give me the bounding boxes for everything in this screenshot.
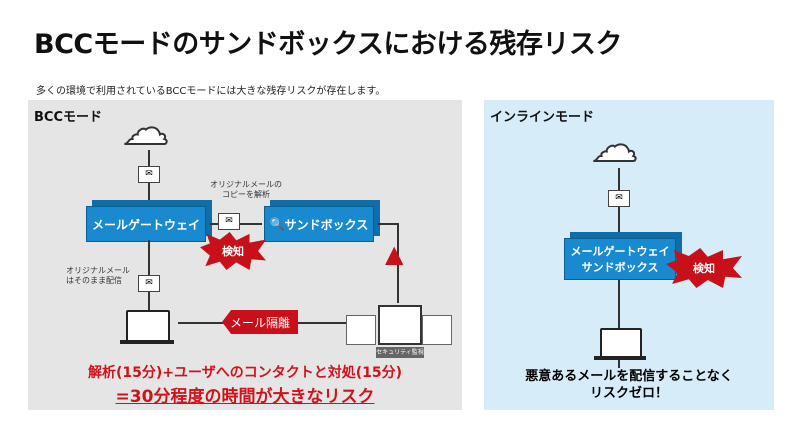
risk-line-2: =30分程度の時間が大きなリスク [115, 387, 375, 407]
copy-note: オリジナルメールの コピーを解析 [210, 180, 282, 199]
security-analyst-icon [378, 305, 422, 345]
detect-burst: 検知 [200, 232, 266, 270]
panel-title: インラインモード [490, 110, 595, 125]
envelope-icon: ✉ [138, 275, 160, 292]
risk-line-1: 解析(15分)+ユーザへのコンタクトと対処(15分) [87, 365, 402, 381]
envelope-icon: ✉ [218, 213, 240, 230]
gateway-sandbox-box: メールゲートウェイサンドボックス [564, 238, 676, 280]
warning-icon: ▲ [385, 240, 404, 268]
cloud-icon: ☁ [122, 101, 170, 155]
sandbox-box: 🔍サンドボックス [264, 206, 374, 242]
quarantine-label: メール隔離 [222, 310, 298, 334]
subtitle: 多くの環境で利用されているBCCモードには大きな残存リスクが存在します。 [36, 86, 386, 97]
result-text: 悪意あるメールを配信することなく リスクゼロ！ [525, 369, 733, 401]
envelope-icon: ✉ [608, 190, 630, 207]
laptop-icon [126, 310, 170, 342]
cloud-icon: ☁ [591, 118, 639, 172]
inline-mode-panel: インラインモード ☁ ✉ メールゲートウェイサンドボックス 検知 悪意あるメール… [484, 100, 774, 410]
envelope-icon: ✉ [138, 166, 160, 183]
laptop-icon [600, 328, 642, 358]
page-title: BCCモードのサンドボックスにおける残存リスク [34, 29, 622, 60]
detect-burst: 検知 [666, 248, 742, 288]
mail-gateway-box: メールゲートウェイ [86, 206, 206, 242]
bcc-mode-panel: BCCモード ☁ ✉ メールゲートウェイ オリジナルメールの コピーを解析 ✉ … [28, 100, 462, 410]
search-user-icon: 🔍 [269, 217, 285, 231]
original-note: オリジナルメール はそのまま配信 [66, 266, 130, 285]
soc-label: セキュリティ監視 [376, 347, 424, 358]
panel-title: BCCモード [34, 110, 102, 125]
